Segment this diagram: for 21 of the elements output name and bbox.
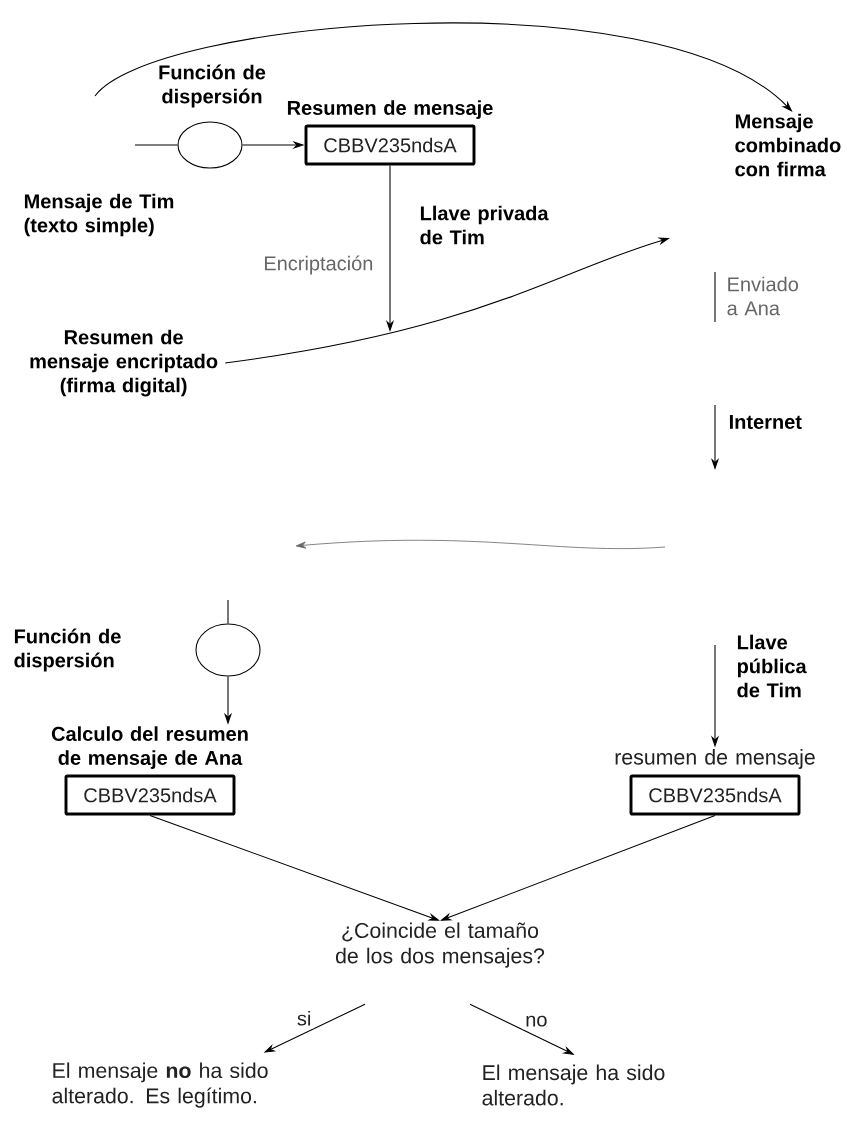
edge-label: no bbox=[522, 1013, 551, 1030]
step-label: Enviado a Ana bbox=[727, 276, 799, 316]
text-label: Resumen de mensaje encriptado (firma digital) bbox=[30, 329, 218, 397]
box-heading: resumen de mensaje bbox=[615, 749, 815, 769]
digest-box: CBBV235ndsA bbox=[304, 124, 476, 166]
result-text: El mensaje no ha sido alterado. Es legítimo. bbox=[52, 1062, 268, 1108]
digest-box: CBBV235ndsA bbox=[64, 774, 236, 816]
question-text: ¿Coincide el tamaño de los dos mensajes? bbox=[335, 922, 545, 968]
image-caption: Mensaje de Tim (texto simple) bbox=[24, 193, 174, 237]
result-text: El mensaje ha sido alterado. bbox=[482, 1064, 665, 1106]
digest-box: CBBV235ndsA bbox=[629, 774, 801, 816]
function-label: Función de dispersión bbox=[159, 64, 266, 108]
key-label: Llave pública de Tim bbox=[737, 634, 807, 698]
step-label: Encriptación bbox=[264, 255, 373, 275]
key-label: Llave privada de Tim bbox=[420, 205, 549, 245]
function-label: Función de dispersión bbox=[14, 628, 121, 672]
box-heading: Calculo del resumen de mensaje de Ana bbox=[51, 726, 248, 769]
text-label: Mensaje combinado con firma bbox=[735, 113, 841, 177]
edge-label: si bbox=[294, 1008, 315, 1029]
step-label: Internet bbox=[729, 415, 802, 429]
box-heading: Resumen de mensaje bbox=[287, 100, 493, 119]
